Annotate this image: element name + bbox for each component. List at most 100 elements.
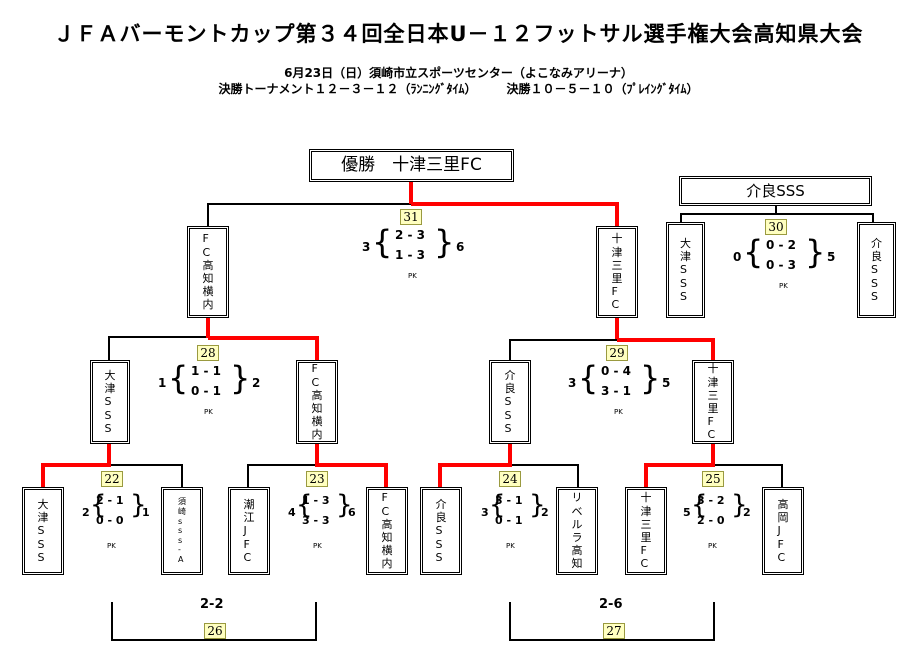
match-number-28: 28 [197, 345, 219, 361]
line-24-right [510, 464, 579, 489]
score-half-2: 0 - 0 [96, 514, 124, 527]
score-half-2: 3 - 3 [302, 514, 330, 527]
line-29-left [509, 339, 617, 362]
win-22 [41, 443, 111, 489]
score-right: 5 [662, 376, 671, 390]
line-23-left [247, 464, 317, 489]
win-31 [411, 202, 619, 226]
win-25 [644, 443, 715, 489]
result-26: 2-2 [200, 597, 224, 612]
score-half-1: 0 - 4 [601, 364, 632, 378]
pk-label: PK [313, 542, 322, 550]
brace-left: { [90, 490, 107, 520]
brace-left: { [489, 490, 506, 520]
win-28 [208, 336, 319, 360]
score-right: 2 [252, 376, 261, 390]
match-number-29: 29 [606, 345, 628, 361]
line-25-right [713, 464, 783, 489]
score-half-2: 0 - 1 [191, 384, 222, 398]
line-22-right [109, 464, 183, 489]
event-date-venue: 6月23日（日）須崎市立スポーツセンター（よこなみアリーナ） [284, 66, 633, 80]
score-left: 0 [733, 250, 742, 264]
pk-label: PK [204, 408, 213, 416]
line-27 [509, 602, 715, 641]
brace-right: } [731, 490, 748, 520]
score-right: 2 [541, 506, 549, 519]
brace-right: } [805, 233, 826, 271]
pk-label: PK [708, 542, 717, 550]
brace-left: { [743, 233, 764, 271]
score-right: 2 [743, 506, 751, 519]
line-28-left [108, 336, 208, 362]
line-26 [111, 602, 317, 641]
brace-right: } [529, 490, 546, 520]
score-half-2: 1 - 3 [395, 248, 426, 262]
champion-box: 優勝 十津三里FC [309, 149, 514, 182]
score-half-2: 2 - 0 [697, 514, 725, 527]
win-23 [315, 443, 388, 489]
brace-left: { [296, 490, 313, 520]
match-number-26: 26 [204, 623, 226, 639]
score-right: 6 [348, 506, 356, 519]
brace-right: } [336, 490, 353, 520]
match-format: 決勝トーナメント１２－３－１２（ﾗﾝﾆﾝｸﾞﾀｲﾑ） 決勝１０－５－１０（ﾌﾟﾚ… [218, 82, 699, 96]
brace-right: } [640, 359, 661, 397]
pk-label: PK [506, 542, 515, 550]
page-title: ＪＦＡバーモントカップ第３４回全日本U－１２フットサル選手権大会高知県大会 [53, 22, 864, 46]
score-half-1: 3 - 2 [697, 494, 725, 507]
brace-left: { [168, 359, 189, 397]
pk-label: PK [408, 272, 417, 280]
brace-left: { [691, 490, 708, 520]
score-half-2: 0 - 3 [766, 258, 797, 272]
score-half-2: 3 - 1 [601, 384, 632, 398]
score-right: 6 [456, 240, 465, 254]
match-number-31: 31 [400, 209, 422, 225]
match-number-24: 24 [499, 471, 521, 487]
group-winner-box: 介良SSS [679, 176, 872, 206]
team-liberla-kochi-24: リベルラ高知 [556, 487, 598, 575]
line-31-left [207, 203, 411, 236]
win-24 [438, 443, 512, 489]
score-half-1: 1 - 1 [191, 364, 222, 378]
score-left: 3 [568, 376, 577, 390]
pk-label: PK [779, 282, 788, 290]
brace-right: } [434, 223, 455, 261]
score-left: 3 [481, 506, 489, 519]
match-number-23: 23 [306, 471, 328, 487]
pk-label: PK [107, 542, 116, 550]
score-half-1: 2 - 3 [395, 228, 426, 242]
match-number-25: 25 [702, 471, 724, 487]
match-number-22: 22 [101, 471, 123, 487]
score-right: 1 [142, 506, 150, 519]
score-right: 5 [827, 250, 836, 264]
match-number-27: 27 [603, 623, 625, 639]
brace-right: } [130, 490, 147, 520]
brace-right: } [230, 359, 251, 397]
win-29 [617, 338, 715, 360]
score-half-1: 0 - 2 [766, 238, 797, 252]
score-left: 4 [288, 506, 296, 519]
pk-label: PK [614, 408, 623, 416]
score-left: 2 [82, 506, 90, 519]
score-left: 1 [158, 376, 167, 390]
brace-left: { [578, 359, 599, 397]
score-left: 3 [362, 240, 371, 254]
brace-left: { [372, 223, 393, 261]
score-half-1: 3 - 1 [495, 494, 523, 507]
